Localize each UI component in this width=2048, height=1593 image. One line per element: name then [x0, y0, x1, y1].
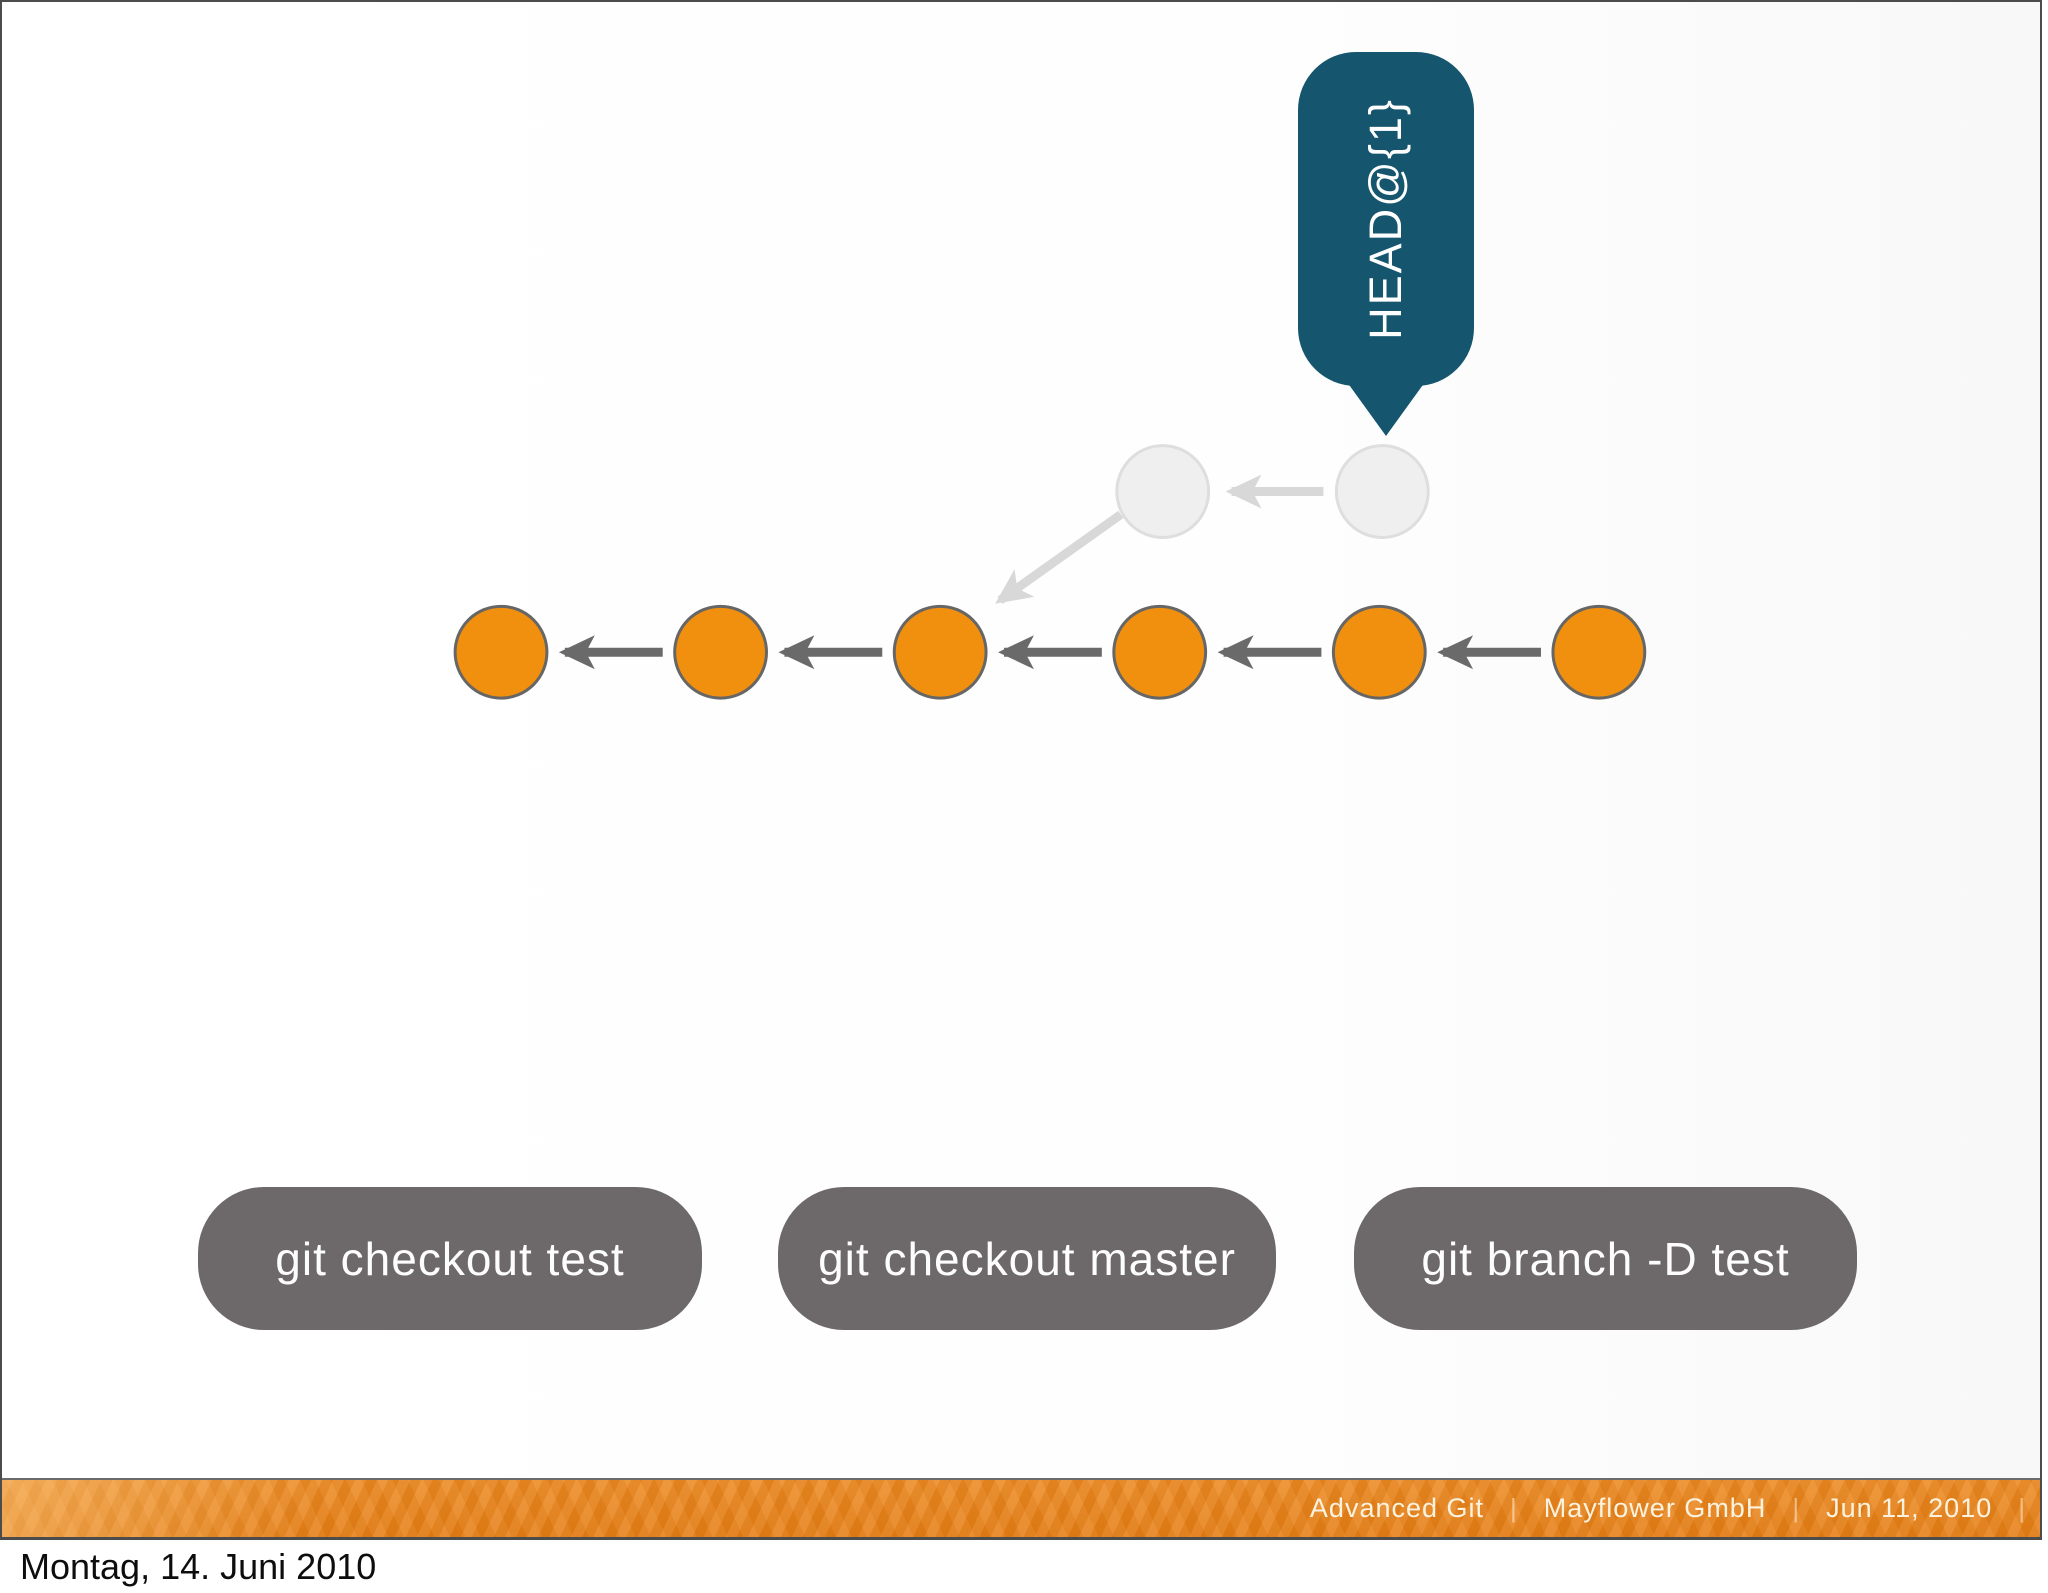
footer-date: Jun 11, 2010 — [1826, 1493, 1993, 1523]
bubble-tail-icon — [1347, 382, 1425, 436]
print-date-line: Montag, 14. Juni 2010 — [20, 1545, 377, 1587]
commit-node-4 — [1112, 604, 1208, 700]
command-label: git branch -D test — [1421, 1232, 1790, 1285]
footer-bar: Advanced Git | Mayflower GmbH | Jun 11, … — [2, 1478, 2040, 1540]
command-box-checkout-master: git checkout master — [778, 1187, 1276, 1330]
footer-separator: | — [2018, 1493, 2026, 1523]
commit-node-3 — [892, 604, 988, 700]
faded-commit-node-1 — [1115, 444, 1211, 539]
commit-node-2 — [673, 604, 768, 700]
commit-node-5 — [1331, 604, 1427, 700]
command-box-branch-delete: git branch -D test — [1354, 1187, 1857, 1330]
commit-graph — [453, 444, 1647, 700]
head-ref-bubble: HEAD@{1} — [1298, 52, 1474, 436]
faded-commit-node-2 — [1334, 444, 1430, 539]
commit-node-1 — [453, 604, 549, 700]
footer-separator: | — [1792, 1493, 1801, 1523]
below-slide-strip: Montag, 14. Juni 2010 — [0, 1540, 2048, 1593]
command-label: git checkout test — [275, 1232, 625, 1285]
footer-separator: | — [1510, 1493, 1518, 1523]
footer-company: Mayflower GmbH — [1543, 1493, 1767, 1523]
commit-node-6 — [1551, 604, 1647, 700]
slide-canvas: HEAD@{1} git checkout test git checkout … — [0, 0, 2042, 1540]
footer-presentation-title: Advanced Git — [1309, 1493, 1485, 1523]
command-label: git checkout master — [818, 1232, 1236, 1285]
faded-arrow-diagonal — [995, 510, 1124, 604]
head-ref-label: HEAD@{1} — [1360, 98, 1411, 340]
command-box-checkout-test: git checkout test — [198, 1187, 702, 1330]
